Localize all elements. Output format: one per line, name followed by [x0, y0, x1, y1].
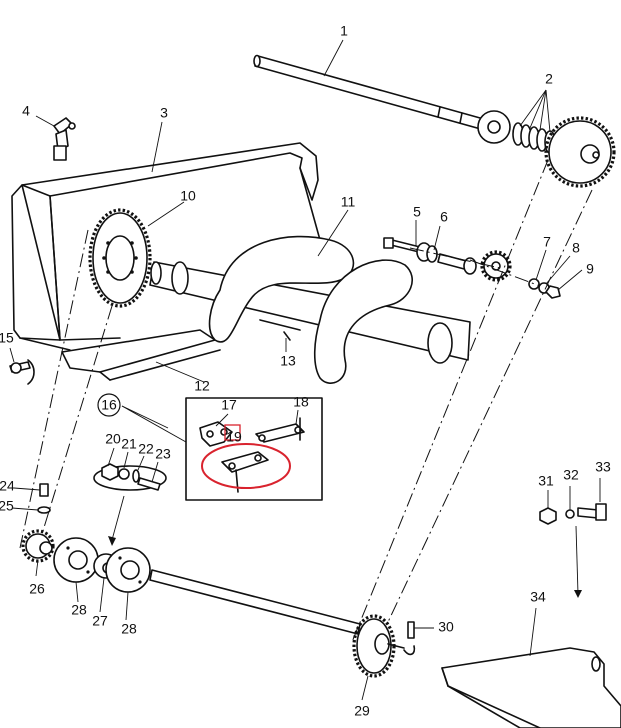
callout-13: 13	[280, 353, 296, 369]
lower-shaft	[149, 569, 361, 635]
callout-22: 22	[138, 441, 154, 457]
callout-19: 19	[226, 429, 242, 445]
upper-shaft	[253, 54, 499, 134]
shield	[441, 647, 621, 728]
lever-bracket	[53, 117, 76, 161]
housing-sprocket	[88, 208, 152, 308]
callout-24: 24	[0, 478, 15, 494]
auger-housing	[11, 142, 321, 351]
callout-11: 11	[341, 194, 356, 210]
callout-6: 6	[440, 209, 448, 225]
callout-16-circle	[97, 393, 121, 417]
bearing-assembly	[477, 110, 556, 154]
chain-lines	[19, 159, 593, 643]
callout-labels: 1 2 3 4 10 11 5 6 7 8 9 15 13 12 16 17 1…	[0, 23, 611, 719]
callout-31: 31	[538, 473, 554, 489]
upper-right-sprocket	[544, 116, 616, 188]
callout-25: 25	[0, 498, 14, 514]
callout-27: 27	[92, 613, 108, 629]
callout-1: 1	[340, 23, 348, 39]
callout-8: 8	[572, 240, 580, 256]
callout-28b: 28	[121, 621, 137, 637]
highlight-ellipse	[201, 443, 291, 489]
callout-9: 9	[586, 261, 594, 277]
left-hardware	[93, 463, 167, 491]
callout-2: 2	[545, 71, 553, 87]
callout-34: 34	[530, 589, 546, 605]
lower-right-sprocket	[352, 614, 405, 678]
callout-30: 30	[438, 619, 454, 635]
callout-21: 21	[121, 436, 137, 452]
pin-13	[283, 331, 291, 341]
callout-15: 15	[0, 330, 14, 346]
grease-fitting	[37, 483, 51, 514]
link-inset	[185, 397, 323, 501]
callout-23: 23	[155, 446, 171, 462]
tension-bolt	[9, 359, 35, 385]
callout-5: 5	[413, 204, 421, 220]
callout-12: 12	[194, 378, 210, 394]
callout-3: 3	[160, 105, 168, 121]
callout-4: 4	[22, 103, 30, 119]
callout-32: 32	[563, 467, 579, 483]
callout-18: 18	[293, 394, 309, 410]
callout-26: 26	[29, 581, 45, 597]
grease-zerk	[403, 621, 416, 656]
callout-17: 17	[221, 397, 237, 413]
auger	[149, 235, 471, 384]
callout-28a: 28	[71, 602, 87, 618]
callout-7: 7	[543, 234, 551, 250]
right-bolt-set	[539, 503, 607, 598]
callout-33: 33	[595, 459, 611, 475]
callout-10: 10	[180, 188, 196, 204]
bottom-trough	[61, 329, 221, 381]
callout-20: 20	[105, 431, 121, 447]
callout-16: 16	[101, 397, 117, 413]
lower-left-bearing-assembly	[21, 529, 151, 593]
leader-lines	[9, 39, 601, 701]
callout-29: 29	[354, 703, 370, 719]
